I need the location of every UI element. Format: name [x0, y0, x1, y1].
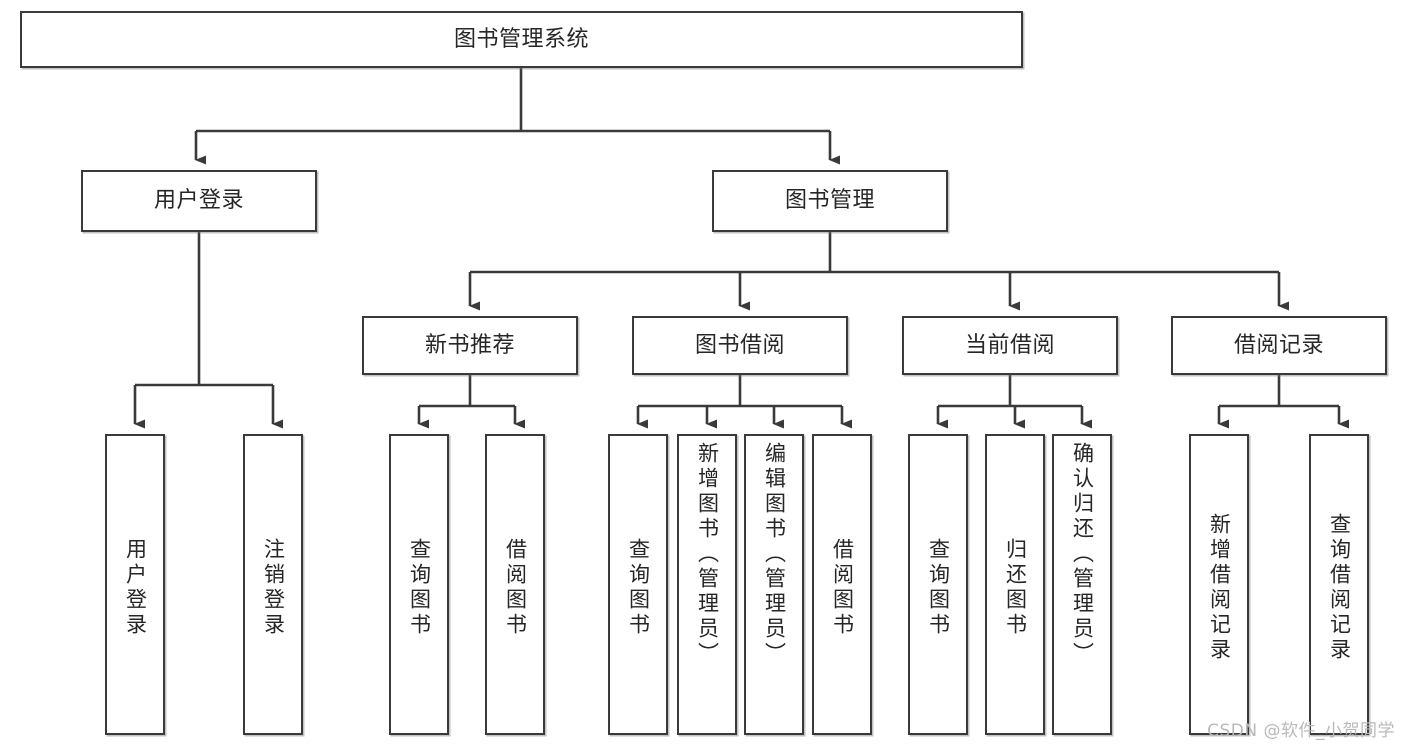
node-label: 新增借阅记录	[1207, 512, 1232, 663]
node-label: 归还图书	[1003, 537, 1028, 638]
node-new-book-recommend[interactable]: 新书推荐	[362, 316, 578, 375]
leaf-query-books-borrow[interactable]: 查询图书	[608, 434, 668, 735]
node-current-borrow[interactable]: 当前借阅	[902, 316, 1118, 375]
node-label: 图书借阅	[694, 332, 785, 358]
node-label: 注销登录	[261, 537, 286, 638]
node-user-login[interactable]: 用户登录	[81, 170, 317, 232]
leaf-user-login[interactable]: 用户登录	[105, 434, 165, 735]
node-label: 查询图书	[626, 537, 651, 638]
leaf-return-book[interactable]: 归还图书	[985, 434, 1045, 735]
node-label: 新增图书（管理员）	[695, 442, 720, 667]
node-label: 当前借阅	[964, 332, 1055, 358]
leaf-query-books-recommend[interactable]: 查询图书	[389, 434, 449, 735]
node-borrow-records[interactable]: 借阅记录	[1171, 316, 1387, 375]
node-label: 查询图书	[407, 537, 432, 638]
leaf-borrow-books-recommend[interactable]: 借阅图书	[485, 434, 545, 735]
leaf-query-borrow-record[interactable]: 查询借阅记录	[1309, 434, 1369, 735]
node-book-borrow[interactable]: 图书借阅	[632, 316, 848, 375]
leaf-logout-login[interactable]: 注销登录	[243, 434, 303, 735]
node-label: 借阅图书	[830, 537, 855, 638]
node-label: 新书推荐	[424, 332, 515, 358]
node-label: 图书管理	[784, 188, 875, 214]
node-label: 用户登录	[123, 537, 148, 638]
node-root-system[interactable]: 图书管理系统	[20, 11, 1023, 68]
node-book-management[interactable]: 图书管理	[712, 170, 948, 232]
node-label: 借阅记录	[1233, 332, 1324, 358]
node-label: 借阅图书	[503, 537, 528, 638]
node-label: 查询图书	[926, 537, 951, 638]
leaf-borrow-book[interactable]: 借阅图书	[812, 434, 872, 735]
node-label: 用户登录	[153, 188, 244, 214]
leaf-edit-book-admin[interactable]: 编辑图书（管理员）	[744, 434, 804, 735]
node-label: 图书管理系统	[453, 26, 589, 52]
leaf-add-book-admin[interactable]: 新增图书（管理员）	[677, 434, 737, 735]
node-label: 编辑图书（管理员）	[762, 442, 787, 667]
node-label: 查询借阅记录	[1327, 512, 1352, 663]
node-label: 确认归还（管理员）	[1070, 442, 1095, 667]
leaf-query-books-current[interactable]: 查询图书	[908, 434, 968, 735]
leaf-add-borrow-record[interactable]: 新增借阅记录	[1189, 434, 1249, 735]
leaf-confirm-return-admin[interactable]: 确认归还（管理员）	[1052, 434, 1112, 735]
